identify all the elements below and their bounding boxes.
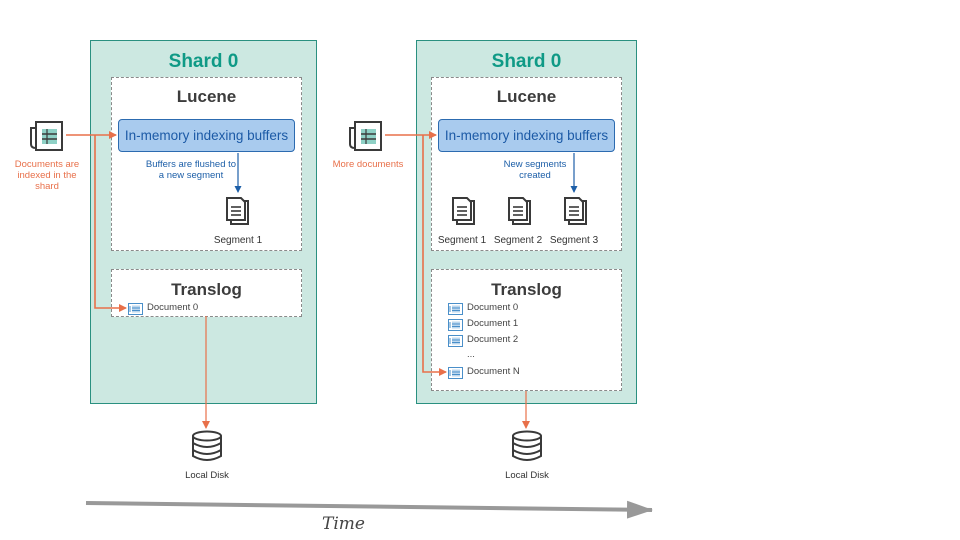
right-doc-to-translog-arrow — [422, 135, 447, 376]
translog-doc-label: Document 2 — [467, 334, 519, 345]
left-disk-label: Local Disk — [185, 470, 229, 481]
left-lucene-title: Lucene — [176, 87, 237, 106]
right-indexing-buffer: In-memory indexing buffers — [438, 119, 615, 152]
time-label: Time — [322, 514, 365, 534]
document-icon — [448, 366, 463, 384]
document-icon — [128, 302, 143, 320]
segment-icon — [449, 195, 477, 232]
right-disk-icon — [510, 430, 544, 467]
right-shard-title: Shard 0 — [491, 51, 562, 72]
segment-label: Segment 2 — [493, 235, 543, 246]
left-documents-icon — [30, 120, 66, 157]
right-input-label: More documents — [332, 159, 404, 170]
right-buffer-label: In-memory indexing buffers — [444, 128, 609, 143]
translog-doc-label: Document N — [467, 366, 520, 377]
left-buffer-label: In-memory indexing buffers — [124, 128, 289, 143]
right-translog-title: Translog — [491, 280, 562, 299]
translog-doc-label: Document 1 — [467, 318, 519, 329]
segment-label: Segment 3 — [549, 235, 599, 246]
right-flush-note: New segments created — [503, 159, 567, 181]
left-input-label: Documents are indexed in the shard — [14, 159, 80, 192]
right-documents-icon — [349, 120, 385, 157]
left-doc-to-translog-arrow — [94, 135, 127, 312]
segment-icon — [223, 195, 251, 232]
translog-doc-label: Document 0 — [467, 302, 519, 313]
left-flush-note: Buffers are flushed to a new segment — [145, 159, 237, 181]
left-disk-icon — [190, 430, 224, 467]
left-segment-1: Segment 1 — [206, 195, 266, 246]
time-arrow — [85, 500, 653, 519]
right-lucene-title: Lucene — [496, 87, 557, 106]
document-icon — [448, 334, 463, 352]
left-translog-title: Translog — [171, 280, 242, 299]
segment-label: Segment 1 — [213, 235, 263, 246]
left-shard-title: Shard 0 — [168, 51, 239, 72]
translog-doc-label: Document 0 — [147, 302, 199, 313]
right-disk-label: Local Disk — [505, 470, 549, 481]
left-lucene-panel: Lucene — [111, 77, 302, 251]
right-segment-2: Segment 2 — [488, 195, 548, 246]
document-icon — [448, 302, 463, 320]
left-indexing-buffer: In-memory indexing buffers — [118, 119, 295, 152]
right-segment-3: Segment 3 — [544, 195, 604, 246]
segment-label: Segment 1 — [437, 235, 487, 246]
segment-icon — [505, 195, 533, 232]
translog-ellipsis: ... — [467, 349, 475, 360]
segment-icon — [561, 195, 589, 232]
document-icon — [448, 318, 463, 336]
right-segment-1: Segment 1 — [432, 195, 492, 246]
